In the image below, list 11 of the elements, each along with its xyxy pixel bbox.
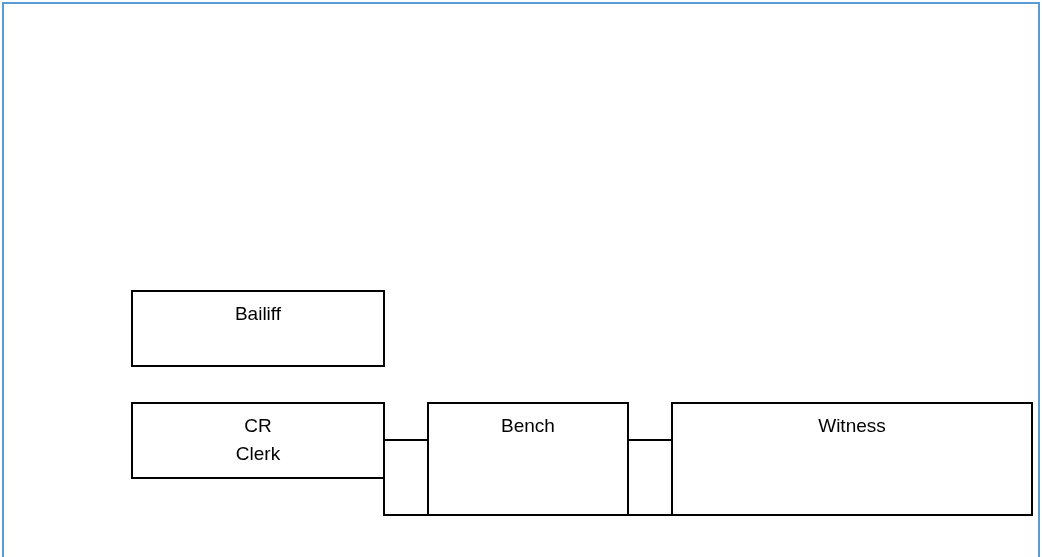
role-box xyxy=(427,402,629,516)
role-label: Clerk xyxy=(235,442,281,466)
empty-box xyxy=(627,439,673,516)
role-label: Bench xyxy=(501,414,555,438)
role-label: CR xyxy=(244,414,272,438)
role-box xyxy=(671,402,1033,516)
role-box xyxy=(131,402,385,479)
role-label: Bailiff xyxy=(234,302,282,326)
role-label: Witness xyxy=(818,414,886,438)
empty-box xyxy=(383,439,429,516)
role-box xyxy=(131,290,385,367)
